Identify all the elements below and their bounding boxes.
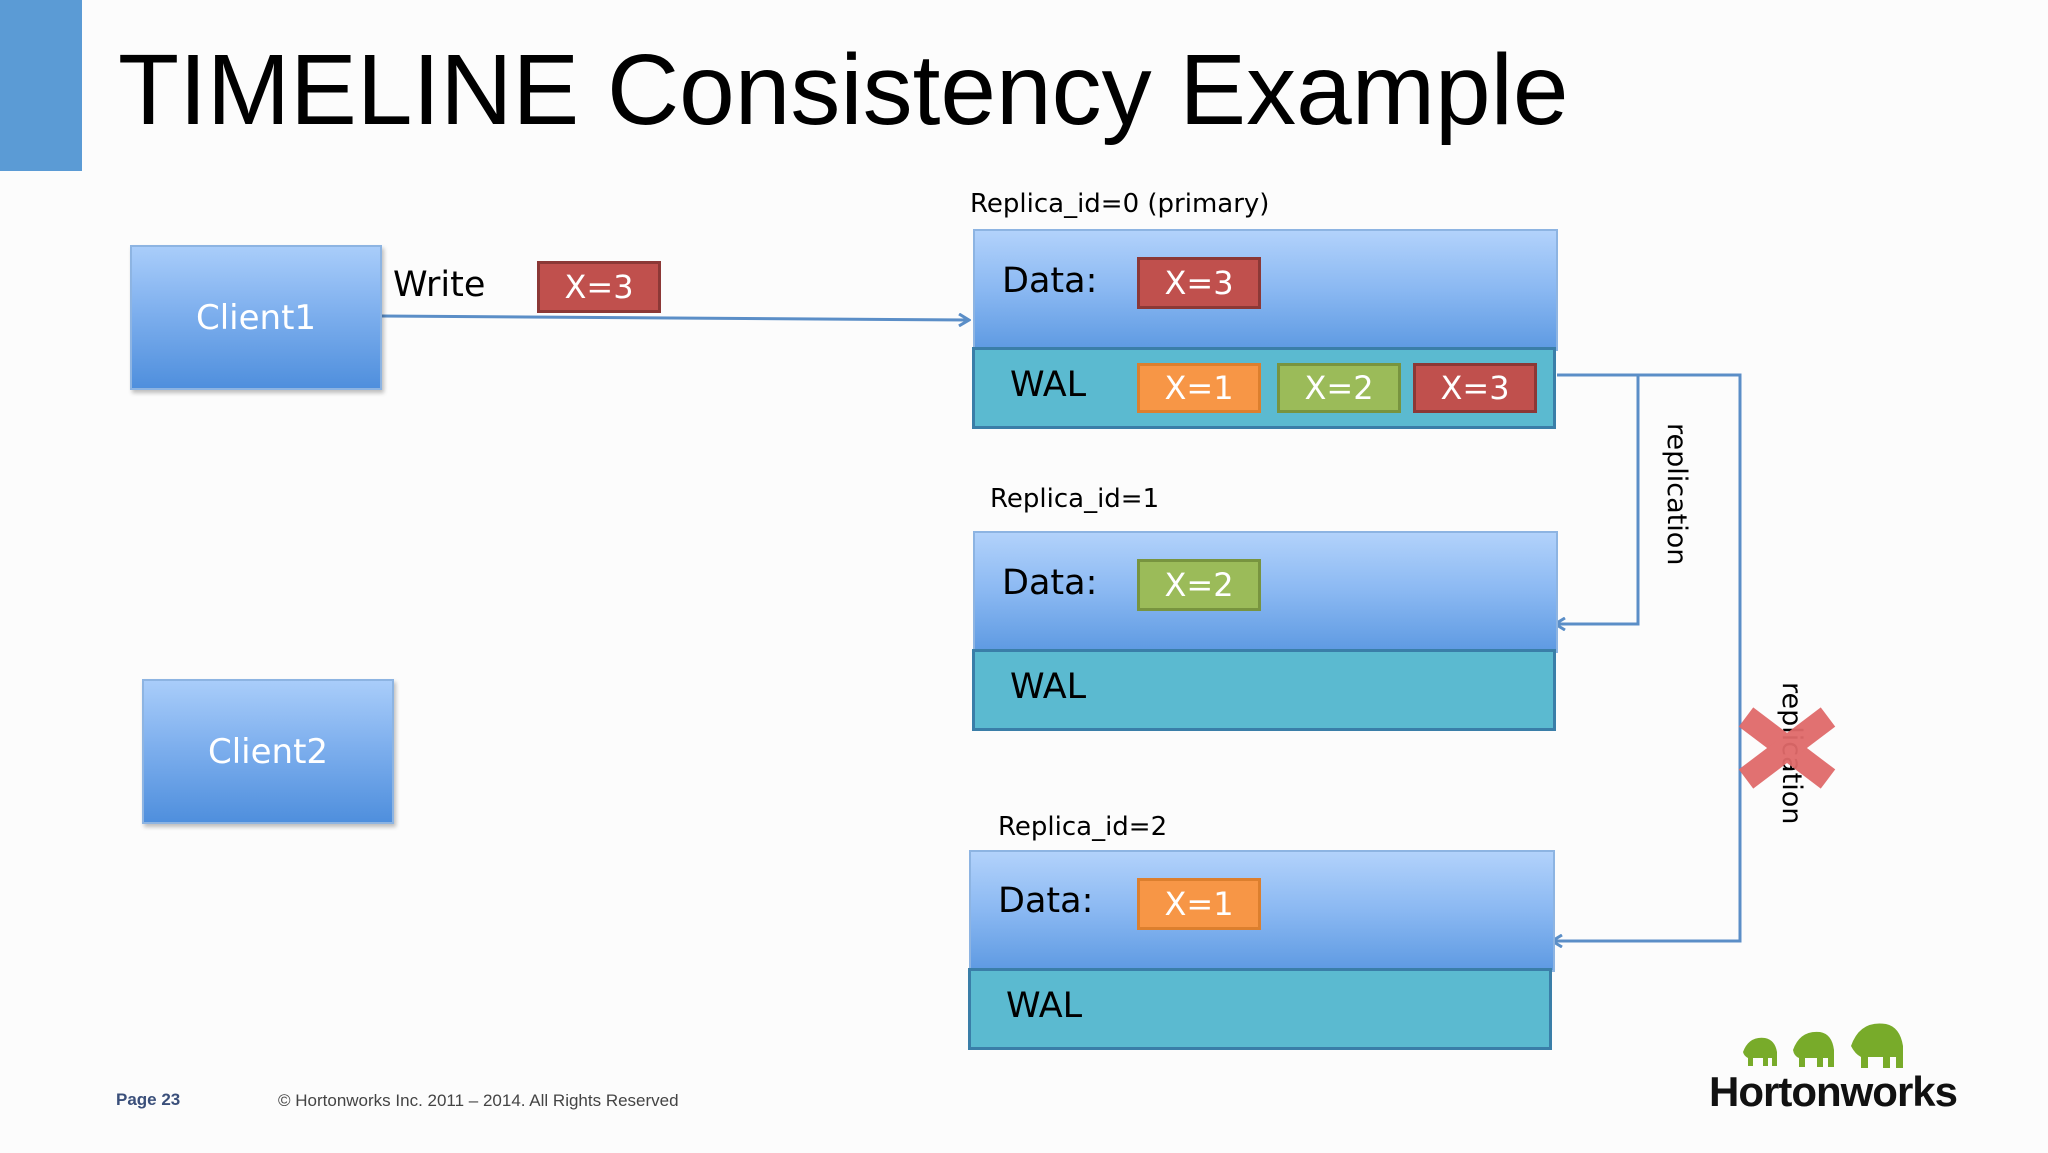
replica1-wal-label: WAL (1010, 667, 1087, 707)
replica0-data-value-chip: X=3 (1137, 257, 1261, 309)
replica0-wal-entry-2: X=2 (1277, 363, 1401, 413)
hortonworks-elephants-icon (1743, 1023, 1903, 1068)
replica0-wal-entry-3: X=3 (1413, 363, 1537, 413)
replica2-data-value-chip: X=1 (1137, 878, 1261, 930)
copyright-text: © Hortonworks Inc. 2011 – 2014. All Righ… (278, 1091, 679, 1110)
client2-box: Client2 (142, 679, 394, 824)
replica2-data-label: Data: (998, 881, 1094, 921)
write-label: Write (393, 265, 486, 305)
replica0-wal-entry-1: X=1 (1137, 363, 1261, 413)
replica2-data-value: X=1 (1164, 885, 1234, 923)
client1-box: Client1 (130, 245, 382, 390)
replica0-label: Replica_id=0 (primary) (970, 189, 1270, 219)
replica0-wal-entry-1-value: X=1 (1164, 369, 1234, 407)
replica1-wal-panel (972, 649, 1556, 731)
replica2-data-panel (969, 850, 1555, 972)
write-arrow (377, 316, 968, 320)
replica0-wal-label: WAL (1010, 365, 1087, 405)
replica0-data-value: X=3 (1164, 264, 1234, 302)
replica1-label: Replica_id=1 (990, 484, 1160, 514)
hortonworks-logo-text: Hortonworks (1709, 1068, 1958, 1115)
title-accent-bar (0, 0, 82, 171)
replica0-wal-entry-3-value: X=3 (1440, 369, 1510, 407)
replication-arrow-2 (1553, 373, 1742, 941)
replica1-data-value: X=2 (1164, 566, 1234, 604)
replica1-data-label: Data: (1002, 563, 1098, 603)
replica0-wal-entry-2-value: X=2 (1304, 369, 1374, 407)
client1-label: Client1 (195, 297, 317, 338)
replica2-label: Replica_id=2 (998, 812, 1168, 842)
replica1-data-value-chip: X=2 (1137, 559, 1261, 611)
write-value-chip: X=3 (537, 261, 661, 313)
client2-label: Client2 (207, 731, 329, 772)
replica2-wal-panel (968, 968, 1552, 1050)
replica2-wal-label: WAL (1006, 986, 1083, 1026)
slide-title: TIMELINE Consistency Example (118, 34, 1569, 146)
write-value: X=3 (564, 268, 634, 306)
page-number: Page 23 (116, 1090, 181, 1109)
replica0-data-label: Data: (1002, 261, 1098, 301)
replica1-data-panel (973, 531, 1558, 653)
